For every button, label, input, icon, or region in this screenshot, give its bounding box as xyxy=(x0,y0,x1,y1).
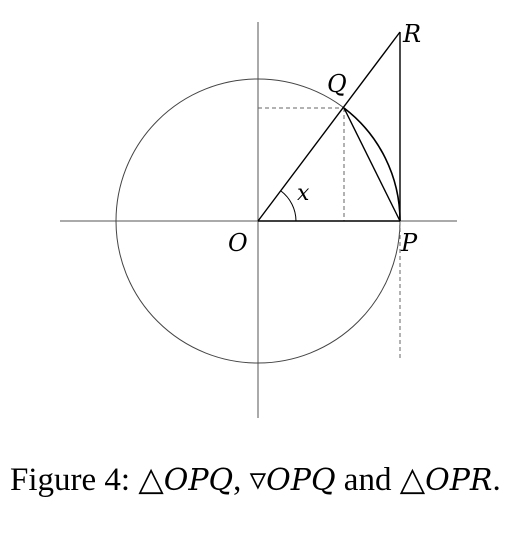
triangle-name-1: OPQ xyxy=(163,463,234,498)
caption-lead: Figure 4: xyxy=(10,462,131,498)
arc-pq xyxy=(343,107,401,222)
triangle-name-3: OPR xyxy=(425,463,493,498)
triangle-symbol-3: △ xyxy=(399,462,426,498)
caption-end: . xyxy=(492,462,501,498)
triangle-symbol-1: △ xyxy=(138,462,164,498)
line-or xyxy=(257,31,401,222)
point-label-r: R xyxy=(402,20,421,48)
point-label-o: O xyxy=(228,229,248,257)
angle-arc-x xyxy=(280,190,297,222)
point-label-p: P xyxy=(400,229,418,257)
caption-conjunction: and xyxy=(343,462,392,498)
line-qp xyxy=(343,107,401,222)
caption-separator: , xyxy=(233,462,242,498)
unit-circle-diagram: x O P Q R xyxy=(60,20,457,418)
figure-caption: Figure 4: △OPQ, ▿OPQ and △OPR. xyxy=(10,460,508,501)
point-label-q: Q xyxy=(327,70,347,98)
angle-label-x: x xyxy=(297,181,310,206)
triangle-name-2: OPQ xyxy=(266,463,336,498)
triangle-symbol-2: ▿ xyxy=(249,462,267,498)
